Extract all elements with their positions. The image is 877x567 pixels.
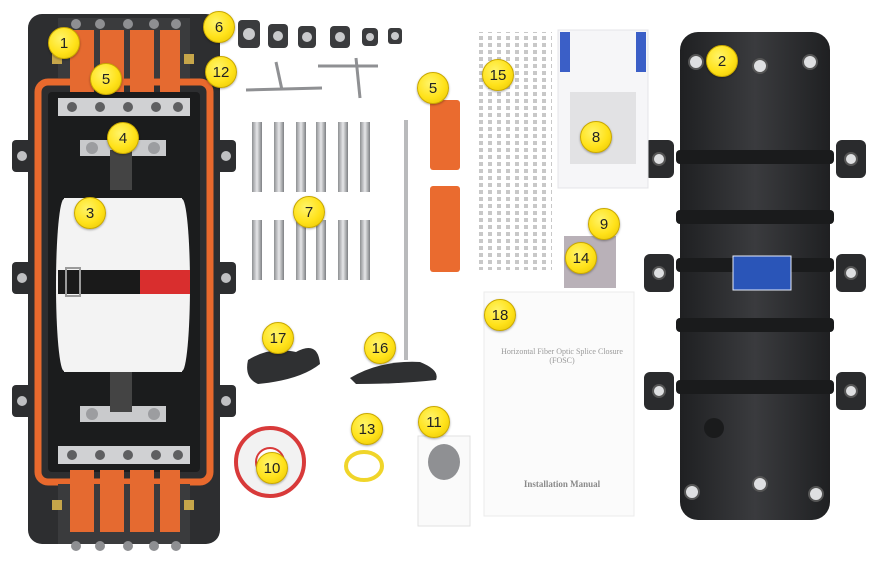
callout-13: 13 xyxy=(351,413,383,445)
callout-17: 17 xyxy=(262,322,294,354)
callout-15: 15 xyxy=(482,59,514,91)
callout-5b: 5 xyxy=(417,72,449,104)
callout-1: 1 xyxy=(48,27,80,59)
callout-18: 18 xyxy=(484,299,516,331)
callout-10: 10 xyxy=(256,452,288,484)
open-closure-base xyxy=(12,14,236,551)
callout-12: 12 xyxy=(205,56,237,88)
callout-11: 11 xyxy=(418,406,450,438)
manual-title: Horizontal Fiber Optic Splice Closure (F… xyxy=(501,347,623,365)
callout-5a: 5 xyxy=(90,63,122,95)
callout-16: 16 xyxy=(364,332,396,364)
callout-7: 7 xyxy=(293,196,325,228)
callout-3: 3 xyxy=(74,197,106,229)
callout-4: 4 xyxy=(107,122,139,154)
end-caps xyxy=(238,20,402,48)
callout-8: 8 xyxy=(580,121,612,153)
mounting-keys xyxy=(245,57,378,99)
installation-manual xyxy=(483,291,635,517)
closed-closure xyxy=(644,32,866,520)
callout-6: 6 xyxy=(203,11,235,43)
screws xyxy=(252,122,370,280)
spiral-tube-bag xyxy=(417,435,471,527)
t-wrench xyxy=(350,361,437,384)
orange-clamps xyxy=(404,100,460,360)
manual-footer: Installation Manual xyxy=(523,479,601,489)
callout-2: 2 xyxy=(706,45,738,77)
callout-14: 14 xyxy=(565,242,597,274)
wing-nut xyxy=(247,348,320,384)
yellow-ring xyxy=(344,450,384,482)
callout-9: 9 xyxy=(588,208,620,240)
label-sheet xyxy=(557,29,649,189)
